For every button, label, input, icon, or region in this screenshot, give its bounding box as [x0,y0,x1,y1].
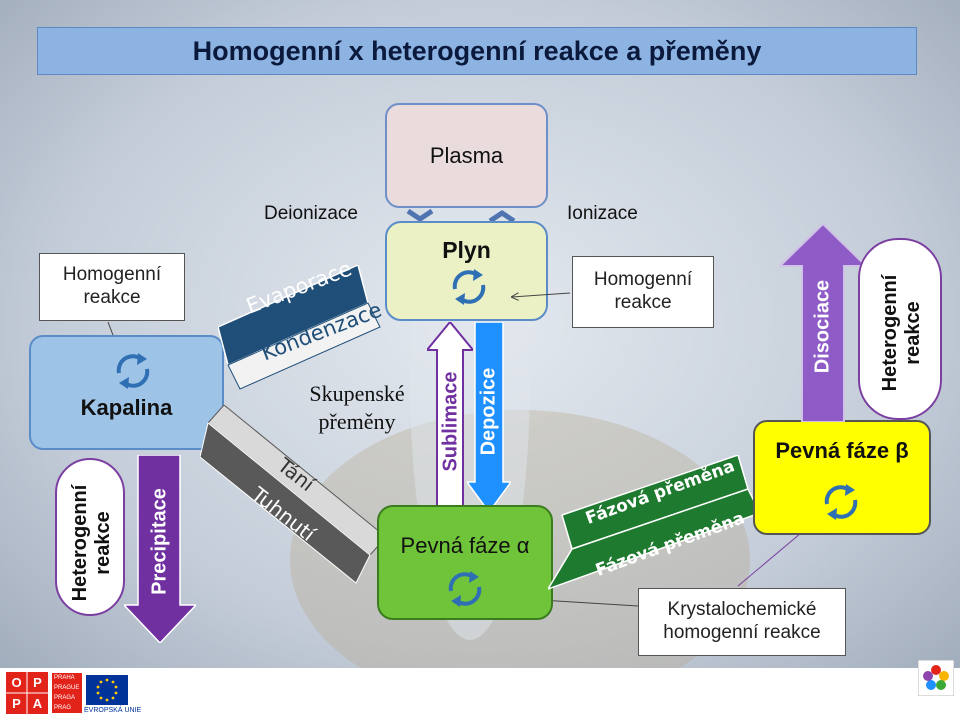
chevron-down-icon [406,208,434,223]
cycle-arrows-icon [116,353,150,389]
pevna-faze-alfa-box: Pevná fáze α [377,505,553,620]
skupenske-premeny-label: Skupenské přeměny [309,381,405,434]
precipitace-arrow [124,455,196,643]
cycle-arrows-icon [448,571,482,607]
krystalochemicke-reakce-box: Krystalochemické homogenní reakce [638,588,846,656]
eu-label: EVROPSKÁ UNIE [84,707,142,714]
pevna-faze-beta-label: Pevná fáze β [775,438,909,463]
precipitace-label: Precipitace [148,488,171,595]
chevron-up-icon [488,209,516,224]
opp-letters: O P P A [11,675,43,711]
disociace-label: Disociace [811,279,834,374]
flower-logo [918,660,954,696]
depozice-label: Depozice [477,367,500,456]
page-title: Homogenní x heterogenní reakce a přeměny [37,27,917,75]
ionizace-label: Ionizace [567,203,638,224]
praha-logo: PRAHA PRAGUE PRAGA PRAG [52,673,82,713]
evaporace-kondenzace-arrow [218,265,381,390]
fazova-premena-arrow [548,455,762,590]
heterogenni-reakce-left: Heterogenní reakce [55,458,125,616]
cycle-arrows-icon [824,484,858,520]
opp-logo [6,672,48,714]
plasma-label: Plasma [429,142,504,168]
sublimace-label: Sublimace [439,371,462,472]
plasma-box: Plasma [385,103,548,208]
depozice-arrow [467,322,511,512]
plyn-box: Plyn [385,221,548,321]
homogenni-reakce-left: Homogenní reakce [39,253,185,321]
chevron-connectors [406,208,516,224]
plyn-label: Plyn [442,237,491,263]
pevna-faze-beta-box: Pevná fáze β [753,420,931,535]
homogenni-reakce-right: Homogenní reakce [572,256,714,328]
deionizace-label: Deionizace [264,203,358,224]
tani-tuhnuti-arrow [200,405,387,584]
heterogenni-reakce-right: Heterogenní reakce [858,238,942,420]
eu-flag-icon [86,675,128,705]
cycle-arrows-icon [452,269,486,305]
pointer-arrow-icon [512,292,571,297]
sublimace-arrow [427,322,473,510]
kapalina-label: Kapalina [80,395,173,420]
pevna-faze-alfa-label: Pevná fáze α [400,533,530,558]
kapalina-box: Kapalina [29,335,224,450]
footer [0,668,960,720]
